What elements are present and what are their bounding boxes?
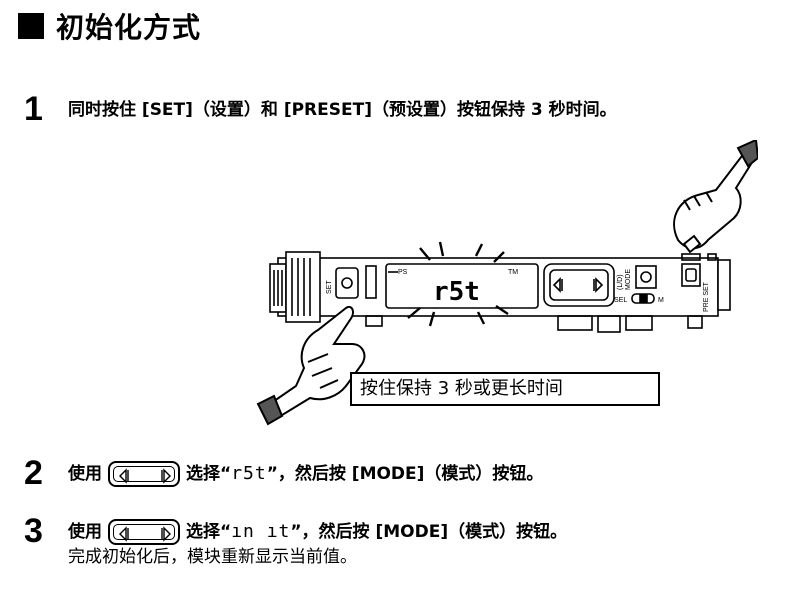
sel-label: SEL: [614, 297, 627, 304]
step-text: 使用 选择“ ın ıt ”，然后按 [MODE]（模式）按钮。: [68, 519, 567, 545]
arrow-buttons-icon: [108, 519, 180, 545]
tm-label: TM: [508, 269, 518, 276]
display-code: ın ıt: [231, 521, 291, 542]
step-text: 使用 选择“ r5t ”，然后按 [MODE]（模式）按钮。: [68, 461, 543, 487]
display-readout: r5t: [433, 277, 480, 307]
left-hand-icon: [256, 306, 366, 426]
step-number: 3: [24, 512, 43, 550]
display-code: r5t: [231, 463, 267, 484]
step-middle: 选择“: [186, 522, 232, 542]
step-number: 1: [24, 90, 43, 128]
title-square-bullet: [18, 13, 44, 39]
step-suffix: ”，然后按 [MODE]（模式）按钮。: [290, 522, 568, 542]
step-3: 3 使用 选择“ ın ıt ”，然后按 [MODE]（模式）按钮。 完成初始化…: [24, 514, 567, 569]
m-label: M: [658, 297, 664, 304]
section-title: 初始化方式: [18, 6, 201, 46]
arrow-buttons-icon: [108, 461, 180, 487]
step-1: 1 同时按住 [SET]（设置）和 [PRESET]（预设置）按钮保持 3 秒时…: [24, 92, 617, 126]
right-hand-icon: [673, 140, 758, 254]
step-middle: 选择“: [186, 464, 232, 484]
step-2: 2 使用 选择“ r5t ”，然后按 [MODE]（模式）按钮。: [24, 456, 543, 490]
step-number: 2: [24, 454, 43, 492]
step-text: 同时按住 [SET]（设置）和 [PRESET]（预设置）按钮保持 3 秒时间。: [68, 100, 617, 120]
mode-sub-label: (L/D): [617, 274, 624, 290]
preset-label: PRE SET: [703, 281, 710, 312]
step-prefix: 使用: [68, 464, 102, 484]
step-note: 完成初始化后，模块重新显示当前值。: [68, 547, 357, 567]
amplifier-illustration: r5t PS TM SET MODE (L/D) SEL M PRE SET: [256, 140, 758, 426]
step-prefix: 使用: [68, 522, 102, 542]
set-label: SET: [326, 280, 333, 294]
title-text: 初始化方式: [56, 11, 202, 44]
mode-label: MODE: [625, 269, 632, 290]
step-suffix: ”，然后按 [MODE]（模式）按钮。: [266, 464, 544, 484]
hold-callout: 按住保持 3 秒或更长时间: [350, 372, 660, 406]
ps-label: PS: [398, 269, 408, 276]
